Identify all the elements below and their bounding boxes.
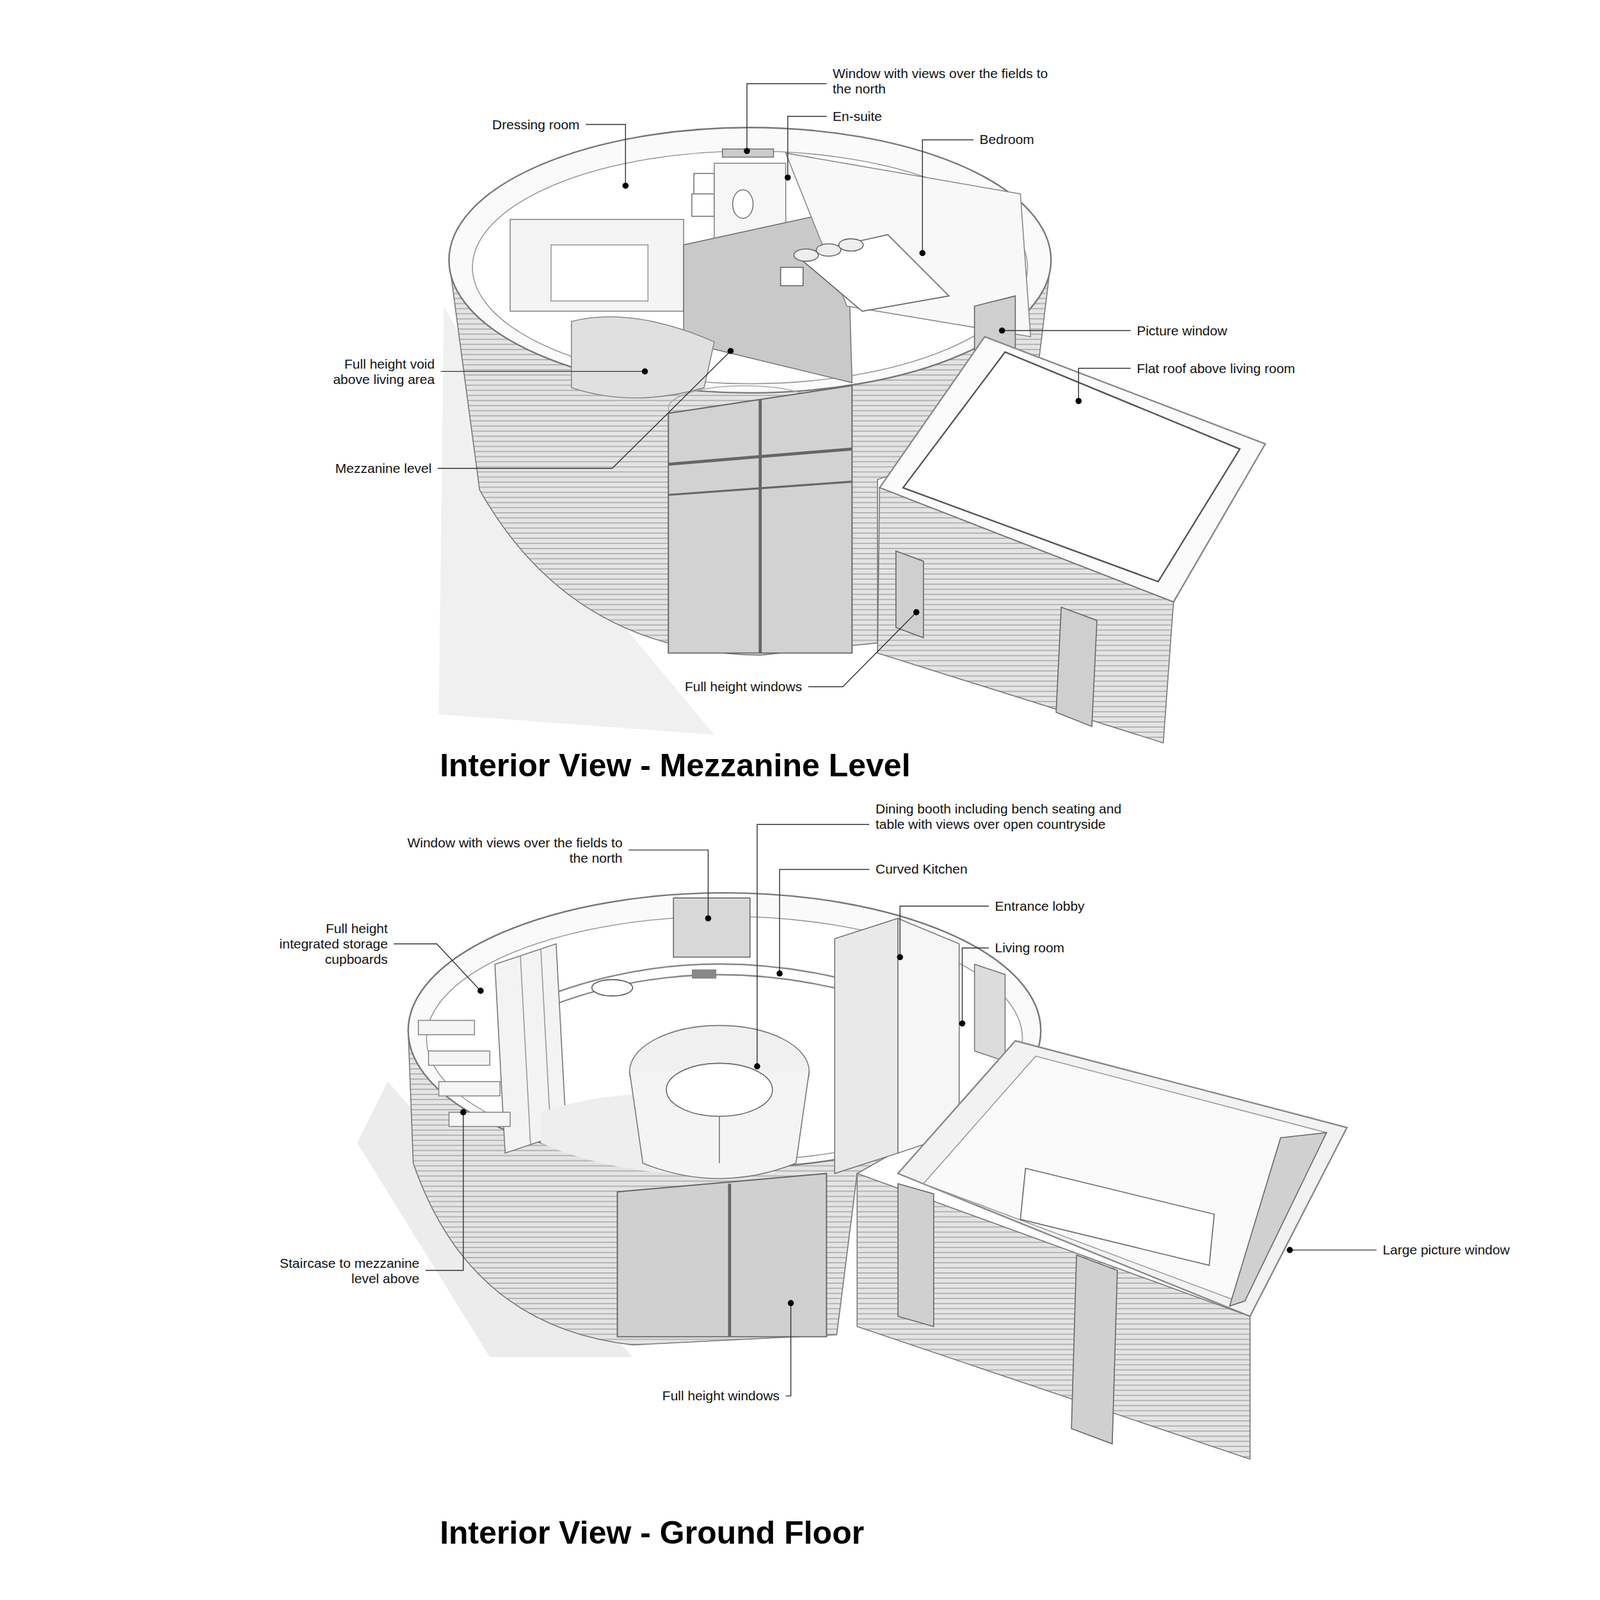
callout-label: Bedroom xyxy=(979,131,1035,148)
callout-label: Living room xyxy=(995,940,1065,956)
callout-label: Window with views over the fields to the… xyxy=(832,65,1070,97)
callout-label: Full height windows xyxy=(662,1388,780,1404)
view-title: Interior View - Mezzanine Level xyxy=(439,746,911,784)
callout-label: Mezzanine level xyxy=(335,460,432,477)
callout-label: Window with views over the fields to the… xyxy=(385,835,623,866)
callout-label: Flat roof above living room xyxy=(1136,360,1295,377)
callout-label: Full height integrated storage cupboards xyxy=(263,920,388,968)
callout-label: Picture window xyxy=(1136,323,1227,339)
callout-label: Full height void above living area xyxy=(306,356,435,388)
callout-label: Curved Kitchen xyxy=(875,861,968,877)
callout-label: Staircase to mezzanine level above xyxy=(265,1255,420,1287)
view-title: Interior View - Ground Floor xyxy=(439,1514,864,1552)
callout-label: Dressing room xyxy=(492,117,580,133)
callout-label: Large picture window xyxy=(1382,1242,1510,1258)
leader-lines xyxy=(393,83,1376,1396)
callout-label: Entrance lobby xyxy=(995,898,1085,914)
callout-label: Dining booth including bench seating and… xyxy=(875,801,1122,832)
ground-floor-drawing xyxy=(357,892,1348,1460)
mezzanine-drawing xyxy=(439,127,1266,743)
callout-label: En-suite xyxy=(832,108,882,125)
leader-dots xyxy=(460,147,1293,1307)
callout-label: Full height windows xyxy=(684,679,802,695)
